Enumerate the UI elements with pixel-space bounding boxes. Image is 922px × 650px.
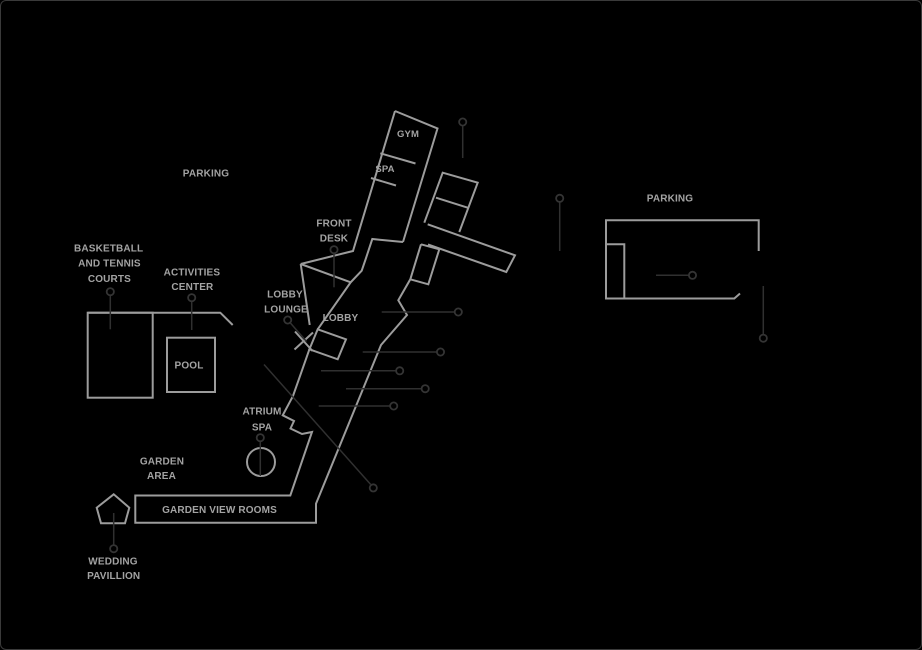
label-atrium-spa-line1: ATRIUM bbox=[242, 407, 281, 418]
buildings-layer bbox=[86, 110, 760, 525]
label-spa: SPA bbox=[375, 164, 394, 175]
marker-leader-line bbox=[289, 322, 308, 342]
parking-right-inner-stall bbox=[606, 243, 626, 299]
label-garden-view-rooms: GARDEN VIEW ROOMS bbox=[162, 505, 277, 516]
label-activities-line2: CENTER bbox=[171, 282, 214, 293]
marker-dot[interactable] bbox=[109, 544, 119, 554]
marker-dot[interactable] bbox=[435, 347, 445, 357]
garden-view-rooms-outline bbox=[134, 244, 422, 524]
map-marker[interactable] bbox=[321, 366, 405, 376]
map-marker[interactable] bbox=[362, 347, 445, 357]
map-marker[interactable] bbox=[758, 286, 768, 343]
marker-dot[interactable] bbox=[283, 315, 293, 325]
label-lobby-lounge-line1: LOBBY bbox=[267, 290, 303, 301]
gym-spa-partition-walls bbox=[370, 152, 416, 187]
map-marker[interactable] bbox=[318, 401, 399, 411]
marker-dot[interactable] bbox=[453, 307, 463, 317]
marker-dot[interactable] bbox=[688, 270, 698, 280]
room-wing-lower bbox=[410, 243, 441, 286]
basketball-tennis-courts-outline bbox=[86, 311, 154, 399]
label-garden-area-line1: GARDEN bbox=[140, 457, 184, 468]
map-marker[interactable] bbox=[656, 270, 698, 280]
parking-right-outline bbox=[605, 219, 760, 300]
pool-outline bbox=[166, 336, 216, 394]
label-parking-left: PARKING bbox=[183, 169, 229, 180]
map-marker[interactable] bbox=[109, 513, 119, 554]
marker-dot[interactable] bbox=[255, 433, 265, 443]
lobby-lounge-outline bbox=[308, 328, 348, 361]
map-marker[interactable] bbox=[283, 315, 308, 342]
label-courts-line3: COURTS bbox=[88, 274, 131, 285]
label-courts-line2: AND TENNIS bbox=[78, 259, 141, 270]
marker-dot[interactable] bbox=[329, 245, 339, 255]
marker-dot[interactable] bbox=[105, 287, 115, 297]
map-marker[interactable] bbox=[381, 307, 463, 317]
markers-layer bbox=[105, 117, 768, 554]
marker-dot[interactable] bbox=[187, 293, 197, 303]
marker-dot[interactable] bbox=[420, 384, 430, 394]
gym-spa-building-outline bbox=[300, 110, 439, 265]
map-marker[interactable] bbox=[255, 433, 265, 476]
room-wing-upper-partition bbox=[435, 196, 469, 209]
marker-dot[interactable] bbox=[555, 193, 565, 203]
marker-dot[interactable] bbox=[389, 401, 399, 411]
label-lobby: LOBBY bbox=[323, 313, 359, 324]
map-marker[interactable] bbox=[105, 287, 115, 330]
front-desk-counter-wall bbox=[300, 263, 352, 284]
label-gym: GYM bbox=[397, 129, 419, 140]
label-garden-area-line2: AREA bbox=[147, 471, 176, 482]
map-marker[interactable] bbox=[458, 117, 468, 158]
marker-dot[interactable] bbox=[758, 333, 768, 343]
label-lobby-lounge-line2: LOUNGE bbox=[264, 305, 308, 316]
labels-layer: PARKING PARKING GYM SPA FRONT DESK LOBBY… bbox=[74, 129, 693, 582]
label-courts-line1: BASKETBALL bbox=[74, 244, 143, 255]
label-front-desk-line1: FRONT bbox=[316, 219, 351, 230]
marker-leader-line bbox=[263, 364, 372, 485]
label-activities-line1: ACTIVITIES bbox=[164, 268, 221, 279]
map-marker[interactable] bbox=[187, 293, 197, 330]
marker-dot[interactable] bbox=[458, 117, 468, 127]
map-marker[interactable] bbox=[329, 245, 339, 288]
lobby-west-wall bbox=[299, 263, 311, 326]
marker-dot[interactable] bbox=[368, 483, 378, 493]
map-marker[interactable] bbox=[263, 364, 378, 493]
label-parking-right: PARKING bbox=[647, 194, 693, 205]
service-road bbox=[87, 311, 234, 326]
marker-dot[interactable] bbox=[395, 366, 405, 376]
label-front-desk-line2: DESK bbox=[320, 234, 349, 245]
room-wing-long bbox=[427, 223, 517, 274]
map-marker[interactable] bbox=[346, 384, 430, 394]
label-atrium-spa-line2: SPA bbox=[252, 423, 272, 434]
label-wedding-pavillion-line1: WEDDING bbox=[88, 557, 137, 568]
room-wing-upper bbox=[423, 171, 480, 233]
label-pool: POOL bbox=[175, 361, 204, 372]
map-marker[interactable] bbox=[555, 193, 565, 251]
label-wedding-pavillion-line2: PAVILLION bbox=[87, 571, 140, 582]
lobby-east-wall bbox=[316, 237, 404, 330]
lobby-lounge-x-mark bbox=[293, 330, 314, 352]
